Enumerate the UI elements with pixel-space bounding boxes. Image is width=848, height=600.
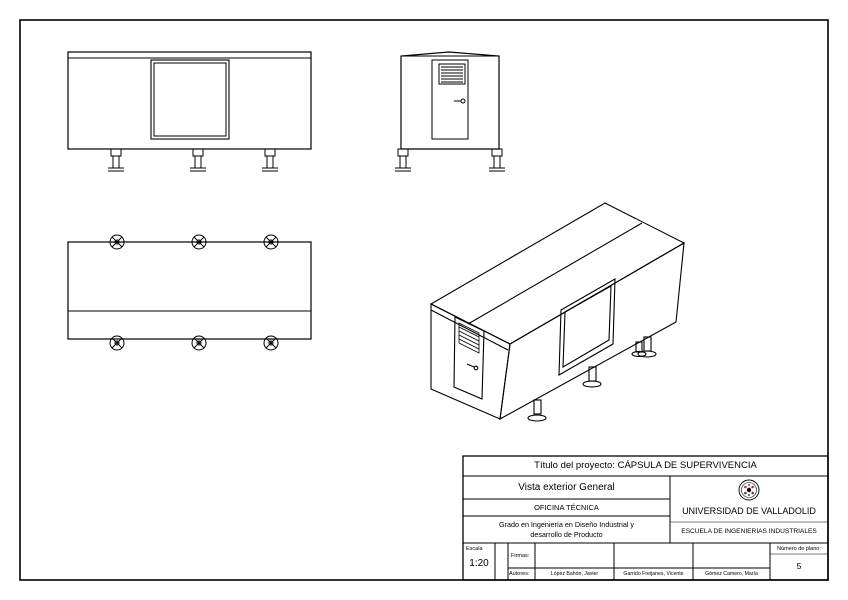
school-name: ESCUELA DE INGENIERÍAS INDUSTRIALES [681,528,817,535]
author-1: López Bahón, Javier [550,571,599,577]
isometric-view [429,202,686,422]
title-block [462,455,829,581]
side-view [395,51,505,172]
front-view [67,51,312,172]
scale-label: Escala [466,546,483,552]
university-name: UNIVERSIDAD DE VALLADOLID [682,506,816,516]
degree-line-2: desarrollo de Producto [530,530,603,539]
office-name: OFICINA TÉCNICA [534,503,599,512]
plan-number-label: Número de plano: [777,546,821,552]
signatures-label: Firmas: [511,553,530,559]
sheet-border [19,19,829,581]
door-handle [454,98,466,104]
university-crest-icon [738,479,760,501]
side-view-legs [395,148,505,172]
authors-label: Autores: [509,571,530,577]
plan-number: 5 [796,561,802,571]
project-title: Título del proyecto: CÁPSULA DE SUPERVIV… [534,460,757,471]
vent-grille [438,63,466,85]
top-view [67,234,312,351]
iso-legs [527,336,657,422]
iso-door-handle [473,365,479,371]
top-view-feet [109,234,279,351]
iso-vent-grille [458,322,480,354]
scale-value: 1:20 [469,558,489,569]
view-name: Vista exterior General [518,482,615,493]
degree-line-1: Grado en Ingeniería en Diseño Industrial… [498,520,635,529]
front-view-legs [108,148,278,172]
author-2: Garrido Freijanes, Vicente [623,571,684,577]
author-3: Gómez Camero, María [705,571,758,577]
